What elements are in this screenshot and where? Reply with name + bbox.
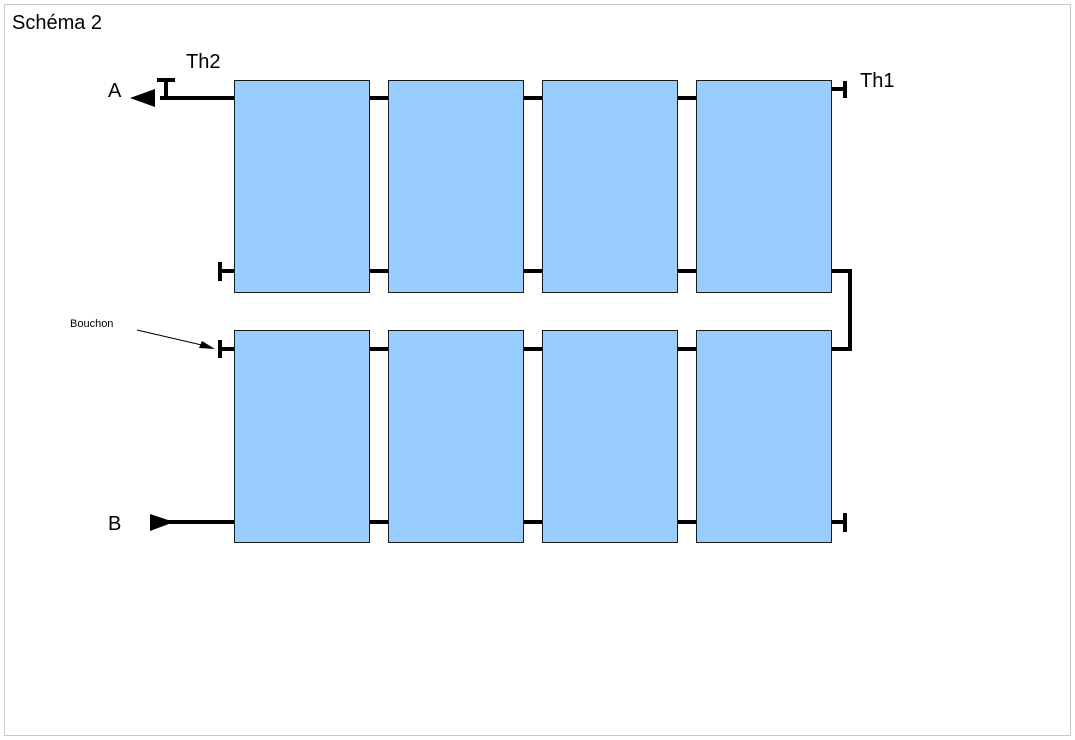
solar-panel [696, 80, 832, 293]
solar-panel [696, 330, 832, 543]
bouchon-pointer-line [136, 329, 207, 347]
solar-panel [234, 80, 370, 293]
panel-row-bottom [234, 330, 832, 543]
th2-sensor-icon [157, 78, 175, 98]
outlet-a-label: A [108, 80, 122, 102]
solar-panel [388, 80, 524, 293]
th1-label: Th1 [860, 70, 894, 92]
solar-panel [388, 330, 524, 543]
solar-panel [542, 80, 678, 293]
inlet-arrow-icon [150, 514, 174, 531]
solar-panel [542, 330, 678, 543]
bouchon-label: Bouchon [70, 318, 113, 330]
row-connector-pipe [829, 269, 852, 351]
outlet-arrow-icon [130, 89, 155, 107]
bouchon-pointer-arrow-icon [199, 341, 215, 349]
diagram-title: Schéma 2 [12, 12, 102, 34]
th2-label: Th2 [186, 51, 220, 73]
frame-border [4, 4, 1071, 736]
solar-panel [234, 330, 370, 543]
inlet-b-label: B [108, 513, 121, 535]
panel-row-top [234, 80, 832, 293]
